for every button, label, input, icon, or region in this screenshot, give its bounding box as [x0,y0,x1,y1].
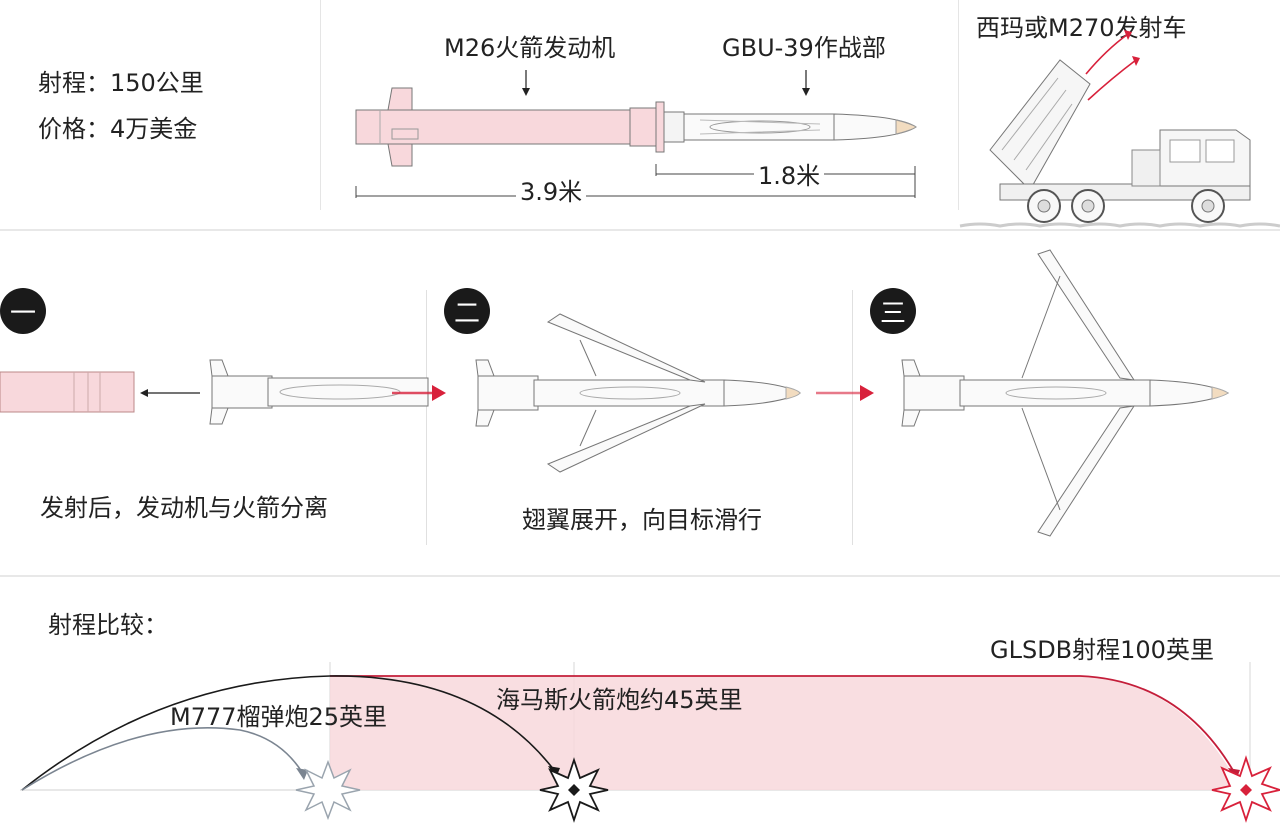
range-compare-title: 射程比较： [48,611,168,639]
glsdb-rocket-illustration [355,70,917,198]
launcher-truck-illustration [959,30,1280,228]
launcher-label: 西玛或M270发射车 [976,14,1187,42]
step-3-badge: 三 [870,288,916,334]
divider-top-vertical-1 [320,0,321,210]
price-text: 价格：4万美金 [38,115,198,143]
total-length-label: 3.9米 [516,180,587,204]
rocket-motor-label: M26火箭发动机 [444,34,616,62]
divider-step-2 [852,290,853,545]
himars-range-label: 海马斯火箭炮约45英里 [496,686,743,714]
step-1-badge: 一 [0,288,46,334]
steps-illustration [0,249,1230,537]
range-text: 射程：150公里 [38,69,204,97]
divider-top-vertical-2 [958,0,959,210]
step-2-badge: 二 [444,288,490,334]
step-1-caption: 发射后，发动机与火箭分离 [40,494,328,522]
m777-range-label: M777榴弹炮25英里 [170,703,388,731]
warhead-label: GBU-39作战部 [722,34,886,62]
glsdb-range-label: GLSDB射程100英里 [990,636,1214,664]
warhead-length-label: 1.8米 [754,164,825,188]
m777-impact-burst-icon [295,759,361,821]
divider-step-1 [426,290,427,545]
step-2-caption: 翅翼展开，向目标滑行 [522,506,762,534]
divider-horizontal-1 [0,229,1280,231]
divider-horizontal-2 [0,575,1280,577]
